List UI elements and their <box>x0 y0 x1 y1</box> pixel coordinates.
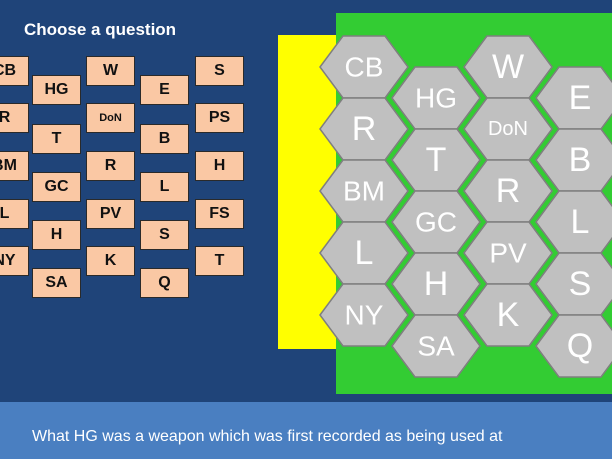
question-bar: What HG was a weapon which was first rec… <box>0 402 612 459</box>
hex-label: R <box>352 110 377 148</box>
hex-label: T <box>426 141 447 179</box>
page-title: Choose a question <box>24 20 177 39</box>
question-tile-b[interactable]: B <box>140 124 189 154</box>
hex-label: Q <box>567 327 593 365</box>
question-tile-gc[interactable]: GC <box>32 172 81 202</box>
hex-label: L <box>355 234 374 272</box>
question-tile-r[interactable]: R <box>0 103 29 133</box>
hex-label: SA <box>417 331 455 362</box>
question-tile-k[interactable]: K <box>86 246 135 276</box>
question-text: What HG was a weapon which was first rec… <box>32 428 503 445</box>
hex-cell-don-11[interactable]: DoN <box>463 97 553 161</box>
question-tile-r2[interactable]: R <box>86 151 135 181</box>
question-tile-t[interactable]: T <box>32 124 81 154</box>
hex-label: S <box>569 265 592 303</box>
hex-label: NY <box>345 300 384 331</box>
question-tile-ps[interactable]: PS <box>195 103 244 133</box>
hex-cell-r-1[interactable]: R <box>319 97 409 161</box>
question-tile-s2[interactable]: S <box>195 56 244 86</box>
hex-label: K <box>497 296 520 334</box>
hex-shape <box>463 283 553 347</box>
hex-label: PV <box>489 238 527 269</box>
question-tile-bm[interactable]: BM <box>0 151 29 181</box>
hex-label: E <box>569 79 592 117</box>
question-tile-hg[interactable]: HG <box>32 75 81 105</box>
hex-label: GC <box>415 207 457 238</box>
question-tile-q[interactable]: Q <box>140 268 189 298</box>
question-tile-l[interactable]: L <box>0 199 29 229</box>
hex-cell-t-6[interactable]: T <box>391 128 481 192</box>
hex-label: H <box>424 265 449 303</box>
hex-shape <box>535 314 612 378</box>
hex-label: BM <box>343 176 385 207</box>
hex-label: HG <box>415 83 457 114</box>
hex-cell-sa-9[interactable]: SA <box>391 314 481 378</box>
question-tile-w[interactable]: W <box>86 56 135 86</box>
hex-label: W <box>492 48 524 86</box>
hex-label: R <box>496 172 521 210</box>
question-tile-s[interactable]: S <box>140 220 189 250</box>
hex-label: CB <box>345 52 384 83</box>
hex-cell-k-14[interactable]: K <box>463 283 553 347</box>
question-tile-cb[interactable]: CB <box>0 56 29 86</box>
question-tile-fs[interactable]: FS <box>195 199 244 229</box>
question-tile-e[interactable]: E <box>140 75 189 105</box>
hex-shape <box>391 314 481 378</box>
hex-cell-h-8[interactable]: H <box>391 252 481 316</box>
question-tile-pv[interactable]: PV <box>86 199 135 229</box>
question-tile-ny[interactable]: NY <box>0 246 29 276</box>
hex-label: B <box>569 141 592 179</box>
question-tile-l2[interactable]: L <box>140 172 189 202</box>
question-tile-don[interactable]: DoN <box>86 103 135 133</box>
hex-cell-gc-7[interactable]: GC <box>391 190 481 254</box>
question-tile-t2[interactable]: T <box>195 246 244 276</box>
question-tile-h[interactable]: H <box>32 220 81 250</box>
hex-shape <box>319 283 409 347</box>
hex-cell-pv-13[interactable]: PV <box>463 221 553 285</box>
question-tile-sa[interactable]: SA <box>32 268 81 298</box>
hex-cell-ny-4[interactable]: NY <box>319 283 409 347</box>
question-tile-h2[interactable]: H <box>195 151 244 181</box>
hex-label: L <box>571 203 590 241</box>
hex-label: DoN <box>488 118 528 140</box>
hex-cell-cb-0[interactable]: CB <box>319 35 409 99</box>
hex-cell-q-19[interactable]: Q <box>535 314 612 378</box>
